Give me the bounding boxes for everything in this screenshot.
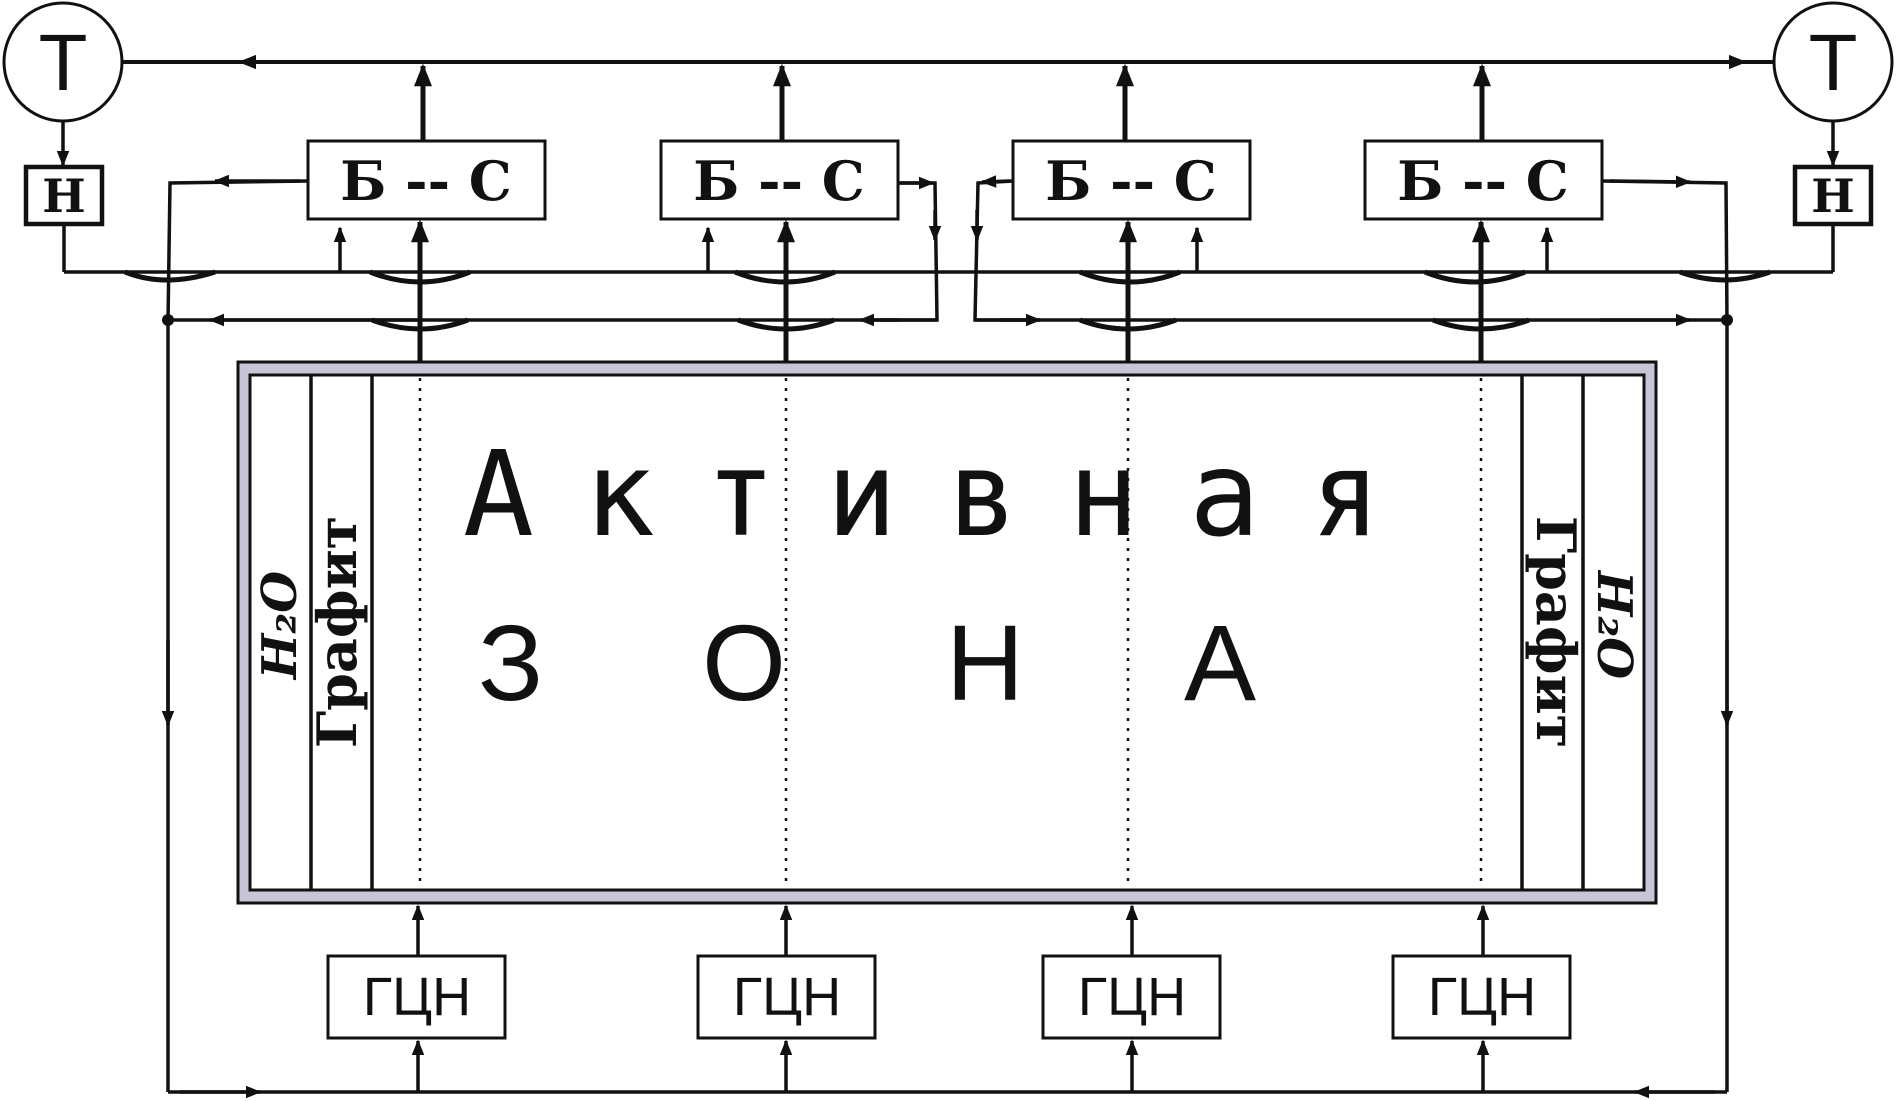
feed-pump-left-box bbox=[23, 164, 105, 227]
feed-pump-left: Н bbox=[23, 164, 105, 227]
feed-pump-left-label: Н bbox=[42, 169, 85, 223]
separator-2: Б -- С bbox=[659, 139, 900, 221]
collector-hump-1 bbox=[371, 317, 469, 332]
right-water-label: H₂O bbox=[1586, 569, 1642, 679]
turbine-right-label: Т bbox=[1809, 18, 1858, 107]
separator-3-label: Б -- С bbox=[1045, 149, 1217, 213]
reactor-core: Активная зона H₂O Графит Графит H₂O bbox=[236, 360, 1658, 905]
mcp-4-box bbox=[1391, 954, 1572, 1040]
turbine-right: Т bbox=[1772, 1, 1894, 123]
mcp-1: ГЦН bbox=[326, 954, 507, 1040]
mcp-3: ГЦН bbox=[1041, 954, 1222, 1040]
separator-3: Б -- С bbox=[1011, 139, 1252, 221]
separator-2-label: Б -- С bbox=[693, 149, 865, 213]
feed-pump-right: Н bbox=[1792, 164, 1874, 227]
sep-4-water-out bbox=[1601, 179, 1729, 323]
sep-1-water-out bbox=[166, 179, 309, 323]
mcp-2-label: ГЦН bbox=[733, 967, 841, 1027]
turbine-left-label: Т bbox=[39, 18, 88, 107]
right-graphite-label: Графит bbox=[1524, 516, 1588, 748]
mcp-1-label: ГЦН bbox=[363, 967, 471, 1027]
sep-4-water-arrow bbox=[1609, 175, 1692, 189]
separator-1-box bbox=[306, 139, 547, 221]
core-title-line2: зона bbox=[478, 602, 1416, 723]
mcp-2: ГЦН bbox=[696, 954, 877, 1040]
turbine-left: Т bbox=[2, 1, 124, 123]
separator-1-label: Б -- С bbox=[340, 149, 512, 213]
left-water-label: H₂O bbox=[252, 571, 308, 681]
collector-hump-3 bbox=[1079, 317, 1177, 332]
core-title-line1: Активная bbox=[463, 425, 1431, 563]
feed-hump-5 bbox=[1424, 269, 1526, 285]
separator-4: Б -- С bbox=[1363, 139, 1604, 221]
mcp-3-label: ГЦН bbox=[1078, 967, 1186, 1027]
feed-pump-right-box bbox=[1792, 164, 1874, 227]
feed-pump-right-label: Н bbox=[1811, 169, 1854, 223]
mcp-4: ГЦН bbox=[1391, 954, 1572, 1040]
separator-1: Б -- С bbox=[306, 139, 547, 221]
separator-4-label: Б -- С bbox=[1397, 149, 1569, 213]
collector-hump-2 bbox=[737, 317, 835, 332]
core-vessel-inner bbox=[248, 373, 1646, 892]
sep-3-water-arrow bbox=[980, 175, 1011, 188]
mcp-1-box bbox=[326, 954, 507, 1040]
separator-3-box bbox=[1011, 139, 1252, 221]
mcp-4-label: ГЦН bbox=[1428, 967, 1536, 1027]
collector-hump-4 bbox=[1432, 317, 1530, 332]
mcp-2-box bbox=[696, 954, 877, 1040]
left-graphite-label: Графит bbox=[305, 516, 369, 748]
